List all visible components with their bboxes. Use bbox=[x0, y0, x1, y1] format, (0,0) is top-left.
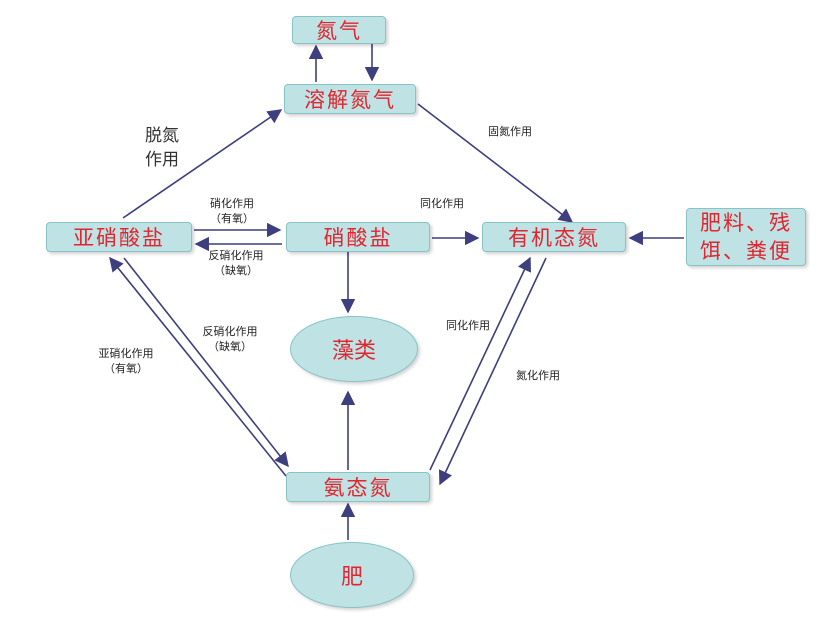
label-nitrification-text: 硝化作用 bbox=[210, 197, 254, 210]
node-nitrite: 亚硝酸盐 bbox=[46, 222, 192, 252]
node-dissolved-nitrogen: 溶解氮气 bbox=[284, 84, 416, 114]
label-assimilation-mid: 同化作用 bbox=[446, 319, 490, 332]
node-algae: 藻类 bbox=[290, 316, 418, 382]
label-denitrification: 脱氮 作用 bbox=[134, 124, 190, 172]
node-fertilizer-residue: 肥料、残 饵、粪便 bbox=[686, 208, 806, 266]
arrow-organic-to-ammonium bbox=[438, 257, 547, 486]
label-denitrification-line2: 作用 bbox=[145, 150, 179, 170]
label-denitrification-line1: 脱氮 bbox=[145, 126, 179, 146]
node-organic-nitrogen: 有机态氮 bbox=[482, 222, 626, 252]
node-manure: 肥 bbox=[290, 542, 414, 608]
label-denitrify-text: 反硝化作用 bbox=[208, 249, 264, 262]
label-nitrification: 硝化作用 （有氧） bbox=[196, 196, 268, 226]
arrow-nitrite-to-ammonium bbox=[123, 257, 289, 468]
label-denitrify-cond: （缺氧） bbox=[214, 264, 258, 277]
label-nitrification-cond: （有氧） bbox=[210, 212, 254, 225]
label-nitrogen-fixation: 固氮作用 bbox=[488, 125, 532, 138]
fertilizer-line-1: 肥料、残 bbox=[700, 211, 792, 235]
label-denitrify-diag-cond: （缺氧） bbox=[208, 340, 252, 353]
label-assimilation-top: 同化作用 bbox=[420, 197, 464, 210]
label-denitrify: 反硝化作用 （缺氧） bbox=[198, 248, 274, 278]
arrow-ammonium-to-organic bbox=[429, 256, 531, 471]
arrow-dissolved-to-organic bbox=[417, 103, 574, 223]
label-nitritation-text: 亚硝化作用 bbox=[98, 347, 154, 360]
node-nitrogen-gas: 氮气 bbox=[292, 16, 386, 44]
label-denitrify-diag: 反硝化作用 （缺氧） bbox=[192, 324, 268, 354]
node-nitrate: 硝酸盐 bbox=[286, 222, 430, 252]
label-nitritation: 亚硝化作用 （有氧） bbox=[84, 346, 168, 376]
arrow-nitrite-to-dissolved bbox=[122, 109, 283, 219]
label-denitrify-diag-text: 反硝化作用 bbox=[202, 325, 258, 338]
label-nitritation-cond: （有氧） bbox=[104, 362, 148, 375]
fertilizer-line-2: 饵、粪便 bbox=[700, 239, 792, 263]
label-ammonification: 氮化作用 bbox=[516, 369, 560, 382]
arrow-ammonium-to-nitrite bbox=[109, 256, 287, 477]
node-ammonium: 氨态氮 bbox=[286, 472, 430, 502]
